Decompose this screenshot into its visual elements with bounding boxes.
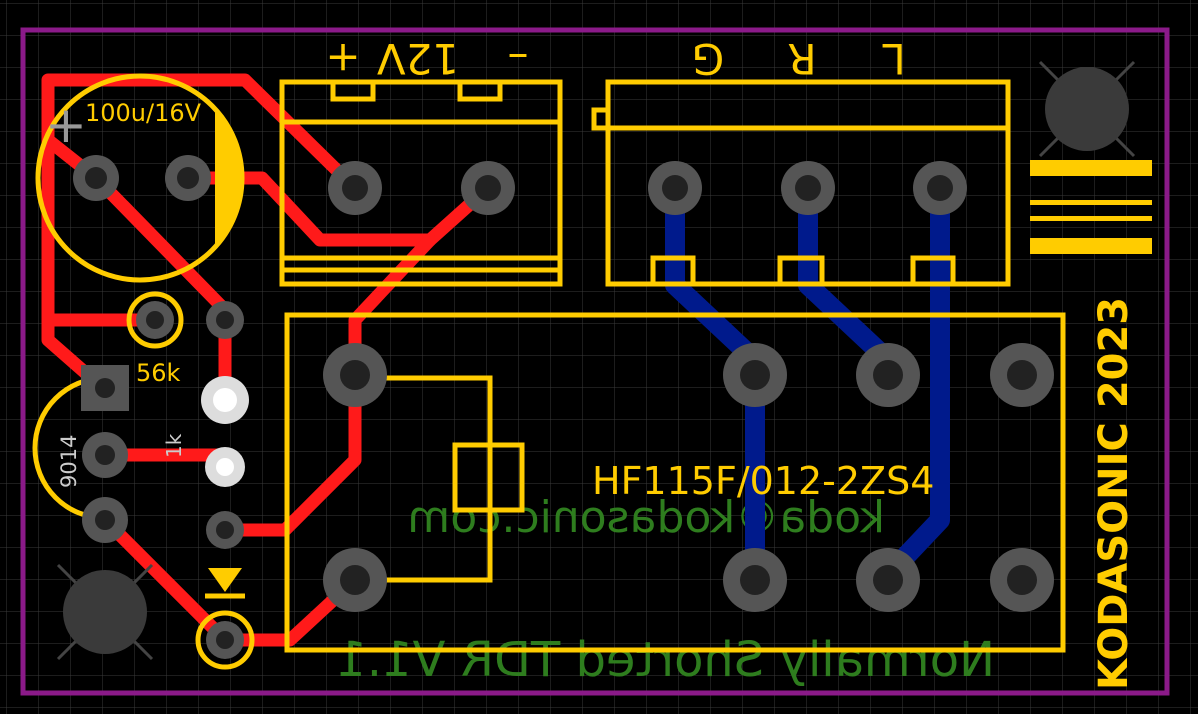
- resistor-56k-ring: [126, 291, 184, 349]
- logo-stripe-4: [1030, 238, 1152, 254]
- transistor-outline: [32, 375, 106, 521]
- audio-r-label: R: [787, 34, 816, 83]
- audio-terminal-tab-2: [777, 255, 825, 287]
- pad-holes: [85, 167, 1037, 649]
- relay-coil-box: [452, 442, 525, 513]
- power-minus-label: –: [508, 34, 529, 83]
- capacitor-value-label: 100u/16V: [85, 99, 202, 127]
- brand-year-label: KODASONIC 2023: [1091, 297, 1137, 690]
- grey-silk-text: + 1k 9014: [45, 96, 186, 488]
- email-mirrored-text: koda©kodasonic.com: [407, 492, 885, 543]
- transistor-label: 9014: [57, 435, 81, 488]
- power-terminal-tab-1: [330, 79, 376, 102]
- top-trace-relay-coil: [218, 368, 362, 537]
- resistor-56k-label: 56k: [136, 359, 181, 387]
- logo-stripe-2: [1030, 200, 1152, 205]
- cap-polarity-label: +: [45, 96, 87, 154]
- audio-g-label: G: [692, 34, 725, 83]
- led-triangle: [208, 568, 242, 592]
- pad-1k-a-hole: [213, 388, 237, 412]
- audio-terminal-notch: [591, 107, 608, 131]
- mounting-hole-top-right: [1045, 67, 1129, 151]
- capacitor-negative-band: [215, 108, 243, 248]
- logo-stripe-1: [1030, 160, 1152, 176]
- led-ring: [195, 610, 255, 670]
- relay-part-label: HF115F/012-2ZS4: [592, 459, 934, 503]
- power-terminal-tab-2: [457, 79, 503, 102]
- power-terminal-outline: [279, 79, 563, 287]
- audio-l-label: L: [882, 34, 906, 83]
- pad-1k-b-hole: [216, 458, 234, 476]
- audio-terminal-tab-3: [910, 255, 956, 287]
- bottom-silk-layer: koda©kodasonic.com Normally Shorted TDR …: [336, 492, 995, 688]
- relay-coil-outline: [355, 375, 493, 583]
- mounting-holes: [56, 60, 1136, 661]
- top-trace-emitter: [98, 513, 362, 647]
- mounting-hole-bottom-left: [63, 570, 147, 654]
- resistor-1k-label: 1k: [162, 433, 186, 458]
- audio-terminal-tab-1: [650, 255, 696, 287]
- power-voltage-label: 12V: [377, 34, 459, 83]
- project-mirrored-text: Normally Shorted TDR V1.1: [336, 632, 995, 688]
- silk-text: + 12V – G R L 100u/16V 56k HF115F/012-2Z…: [85, 34, 1137, 690]
- board-outline: [20, 27, 1170, 696]
- top-silk-layer: [32, 73, 1152, 670]
- logo-stripe-3: [1030, 216, 1152, 221]
- bottom-trace-g: [665, 178, 765, 585]
- power-plus-label: +: [325, 34, 360, 83]
- relay-outline: [284, 312, 1066, 653]
